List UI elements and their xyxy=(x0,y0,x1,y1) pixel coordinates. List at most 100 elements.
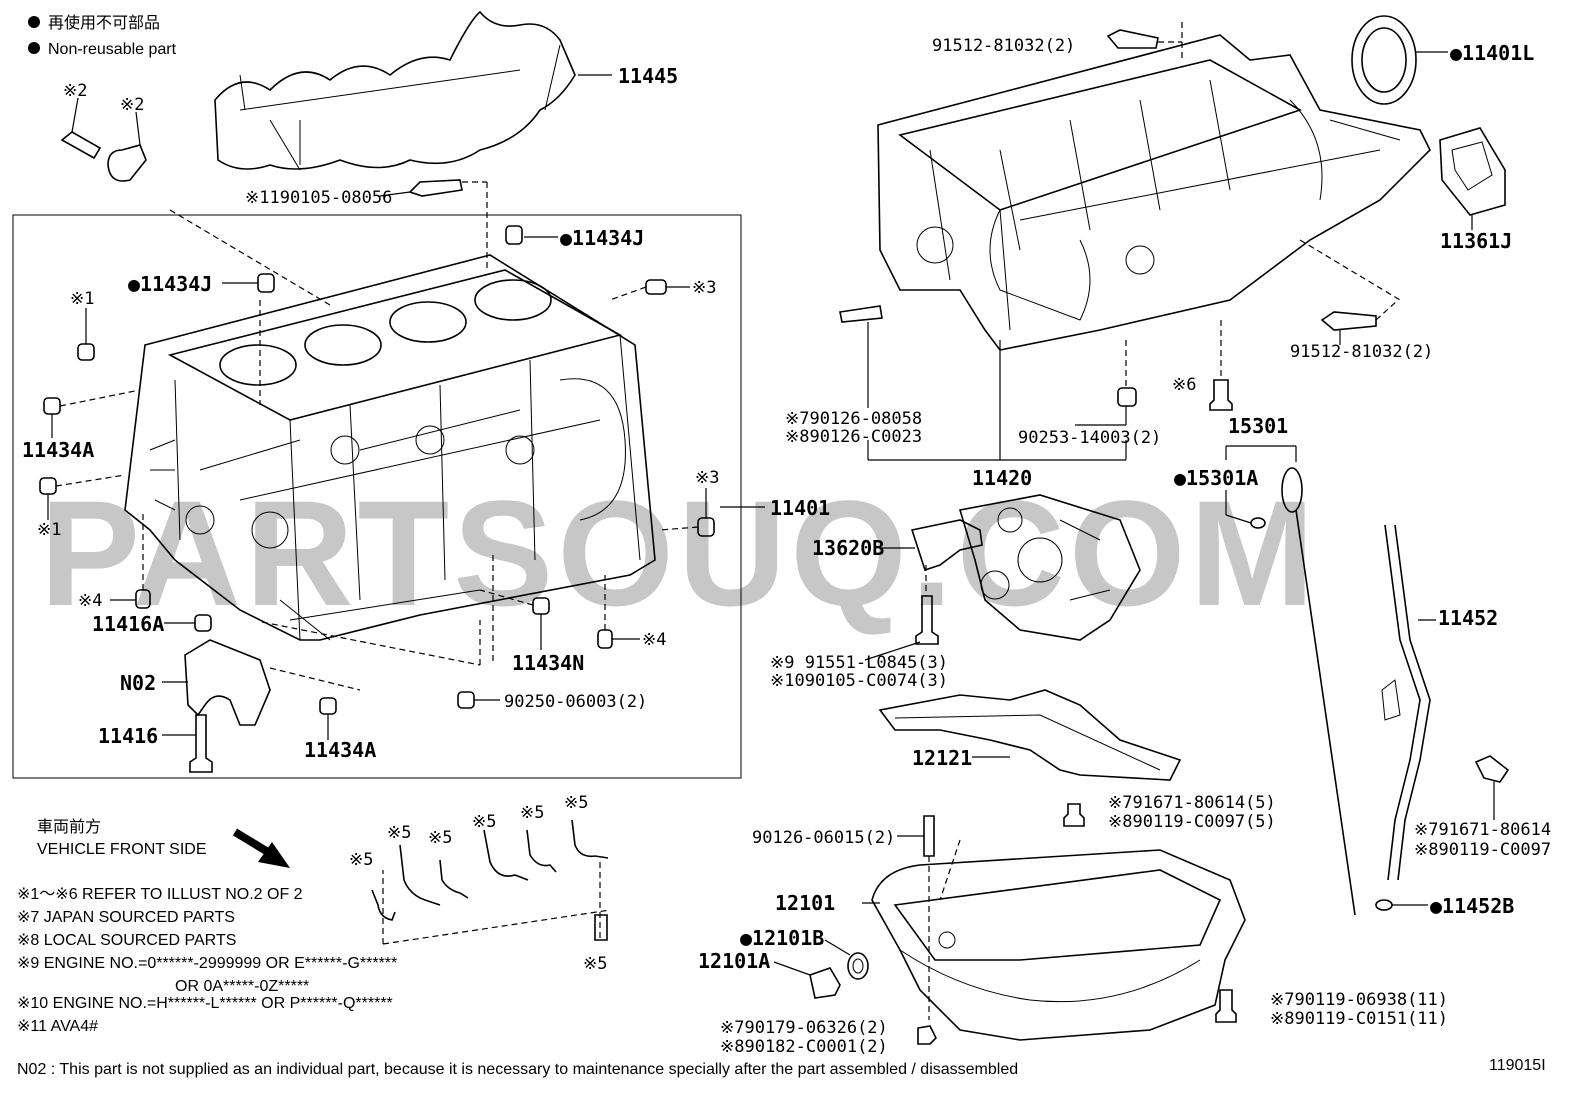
label-x1-b: ※1 xyxy=(37,520,61,540)
o-ring-11452B xyxy=(1375,899,1428,911)
label-x8-90119-C0151: ※890119-C0151(11) xyxy=(1270,1009,1448,1029)
gasket-12101B xyxy=(824,939,869,980)
pin-x1-b xyxy=(39,474,126,520)
label-11434J-a: ●11434J xyxy=(560,226,644,250)
label-x7-90119-06938: ※790119-06938(11) xyxy=(1270,990,1448,1010)
dowel-11434A-b xyxy=(261,620,481,740)
label-x5-6: ※5 xyxy=(564,793,588,813)
label-x3-a: ※3 xyxy=(692,278,716,298)
bolt-11416 xyxy=(162,714,213,773)
legend-bullet-jp xyxy=(28,16,40,28)
label-x5-3: ※5 xyxy=(428,828,452,848)
drain-plug-12101A xyxy=(773,961,841,999)
note-5: OR 0A*****-0Z***** xyxy=(175,978,309,995)
label-11452B: ●11452B xyxy=(1430,894,1514,918)
label-90250-06003: 90250-06003(2) xyxy=(504,692,647,712)
legend-en: Non-reusable part xyxy=(48,41,177,58)
label-x7-91671-b: ※791671-80614 xyxy=(1414,820,1551,840)
bolt-90119-06938 xyxy=(1215,989,1237,1023)
oil-jet-group-x5 xyxy=(371,819,611,945)
oil-pan-12101 xyxy=(862,849,1246,1041)
note-3: ※8 LOCAL SOURCED PARTS xyxy=(17,932,236,949)
pin-x4-a xyxy=(110,510,151,609)
front-en: VEHICLE FRONT SIDE xyxy=(37,841,207,858)
label-12101B: ●12101B xyxy=(740,926,824,950)
dipstick-15301 xyxy=(1225,445,1356,916)
label-12121: 12121 xyxy=(912,746,972,770)
label-91512-81032-b: 91512-81032(2) xyxy=(1290,342,1433,362)
bolt-90105-08056 xyxy=(379,179,488,260)
label-x8-90126-C0023: ※890126-C0023 xyxy=(785,427,922,447)
label-x5-7: ※5 xyxy=(583,954,607,974)
label-90126-06015: 90126-06015(2) xyxy=(752,828,895,848)
label-11434N: 11434N xyxy=(512,651,584,675)
label-x3-b: ※3 xyxy=(695,468,719,488)
bolt-91671-80614-b xyxy=(1474,755,1510,820)
label-N02: N02 xyxy=(120,671,156,695)
label-x9-91551: ※9 91551-L0845(3) xyxy=(770,653,948,673)
label-x4-a: ※4 xyxy=(78,591,102,611)
cylinder-block-11401 xyxy=(124,209,765,641)
bolt-x2-a xyxy=(60,97,102,160)
note-1: ※1～※6 REFER TO ILLUST NO.2 OF 2 xyxy=(17,886,303,903)
note-2: ※7 JAPAN SOURCED PARTS xyxy=(17,909,235,926)
label-15301: 15301 xyxy=(1228,414,1288,438)
front-arrow-icon xyxy=(232,828,290,868)
gasket-11361J xyxy=(1439,127,1506,230)
pin-90253-14003 xyxy=(1075,340,1137,426)
label-x8-90119-a: ※890119-C0097(5) xyxy=(1108,812,1276,832)
cylinder-block-group-frame xyxy=(12,214,742,779)
part-11445-insulator xyxy=(214,10,612,171)
oil-pump-13620B xyxy=(880,494,1141,641)
notes: ※1～※6 REFER TO ILLUST NO.2 OF 2 ※7 JAPAN… xyxy=(17,886,397,1035)
front-jp: 車両前方 xyxy=(37,818,101,836)
label-11401L: ●11401L xyxy=(1450,41,1534,65)
legend-bullet-en xyxy=(28,42,40,54)
label-11420: 11420 xyxy=(972,466,1032,490)
pin-x3-a xyxy=(609,279,690,301)
label-x7-90126-08058: ※790126-08058 xyxy=(785,409,922,429)
stud-90126-08058 xyxy=(839,305,1127,461)
bearing-11416A xyxy=(164,614,212,632)
legend: 再使用不可部品 Non-reusable part xyxy=(28,14,177,58)
bolt-91512-81032-a xyxy=(1106,22,1183,60)
label-x5-1: ※5 xyxy=(349,850,373,870)
pin-x4-b xyxy=(597,575,640,649)
crankcase-11420 xyxy=(877,34,1431,460)
label-11361J: 11361J xyxy=(1440,229,1512,253)
label-11452: 11452 xyxy=(1438,606,1498,630)
label-15301A: ●15301A xyxy=(1174,466,1258,490)
label-11434J-b: ●11434J xyxy=(128,272,212,296)
legend-jp: 再使用不可部品 xyxy=(48,14,160,32)
label-x5-2: ※5 xyxy=(387,823,411,843)
label-91512-81032-a: 91512-81032(2) xyxy=(932,36,1075,56)
stud-90126-06015 xyxy=(897,815,961,1020)
label-11434A-a: 11434A xyxy=(22,438,94,462)
label-x1-a: ※1 xyxy=(70,289,94,309)
gasket-90179-06326 xyxy=(917,1025,937,1045)
label-x2-b: ※2 xyxy=(120,95,144,115)
label-x5-4: ※5 xyxy=(472,812,496,832)
dowel-11434J-b xyxy=(222,273,275,293)
label-x5-5: ※5 xyxy=(520,803,544,823)
footnote: N02 : This part is not supplied as an in… xyxy=(17,1061,1018,1078)
illustration-number: 119015I xyxy=(1489,1057,1546,1074)
baffle-plate-12121 xyxy=(878,689,1182,781)
o-ring-15301A xyxy=(1225,490,1266,529)
label-12101A: 12101A xyxy=(698,949,770,973)
label-90253-14003: 90253-14003(2) xyxy=(1018,428,1161,448)
label-11416: 11416 xyxy=(98,724,158,748)
bolt-91671-80614-a xyxy=(1063,803,1085,827)
label-x7-91671-a: ※791671-80614(5) xyxy=(1108,793,1276,813)
bolt-91551-L0845 xyxy=(864,565,939,661)
pin-11434N xyxy=(479,589,550,650)
label-90105-08056: ※1190105-08056 xyxy=(245,188,392,208)
label-x10-90105: ※1090105-C0074(3) xyxy=(770,671,948,691)
bearing-cap-N02 xyxy=(162,639,361,726)
bolt-91512-81032-b xyxy=(1320,299,1399,345)
label-13620B: 13620B xyxy=(812,536,884,560)
label-x6: ※6 xyxy=(1172,375,1196,395)
label-12101: 12101 xyxy=(775,891,835,915)
note-6: ※10 ENGINE NO.=H******-L****** OR P*****… xyxy=(17,995,393,1012)
